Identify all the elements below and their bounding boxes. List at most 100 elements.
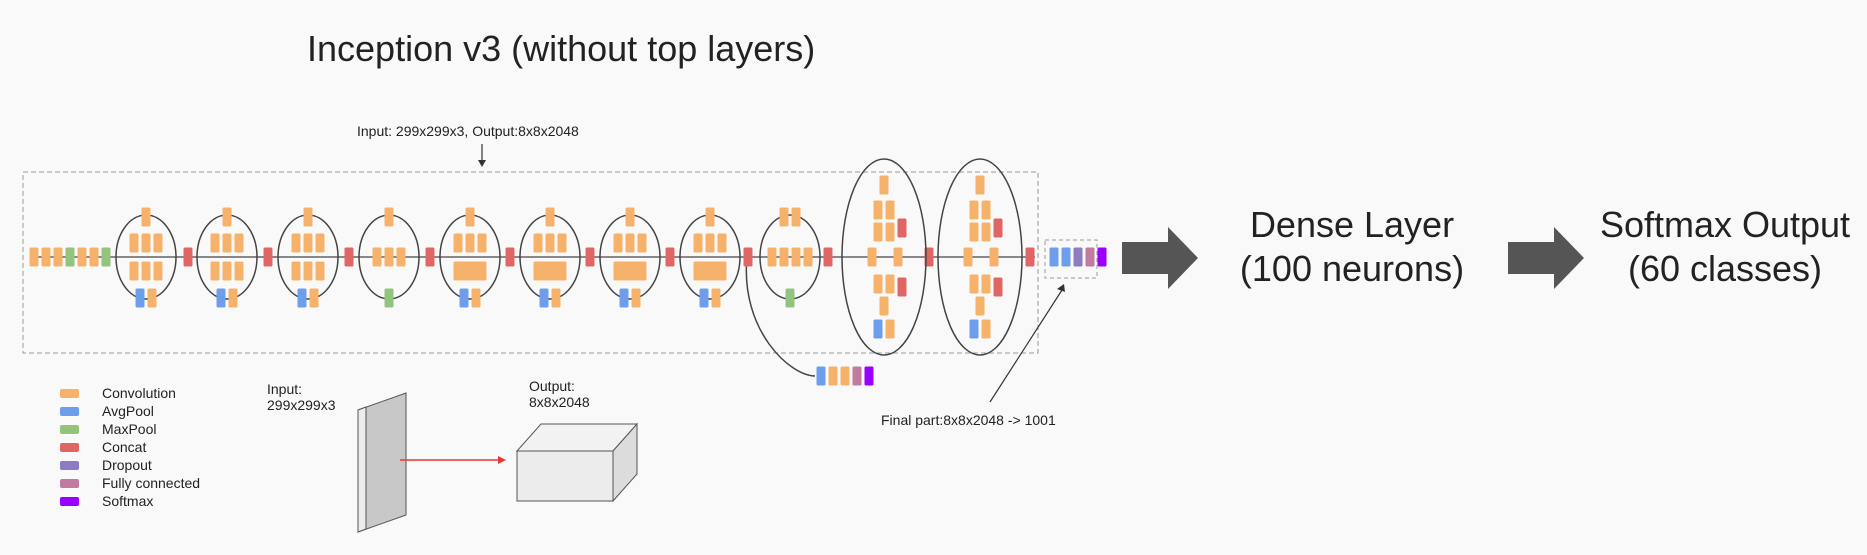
- layer-block: [425, 247, 435, 267]
- layer-block: [471, 288, 481, 308]
- layer-block: [864, 366, 874, 386]
- layer-block: [291, 233, 301, 253]
- final-part-pointer-line: [989, 289, 1063, 403]
- layer-block: [924, 247, 934, 267]
- layer-block: [461, 261, 471, 281]
- layer-block: [344, 247, 354, 267]
- layer-block: [717, 233, 727, 253]
- arrow-to-softmax-output: [1508, 227, 1584, 289]
- layer-block: [216, 288, 226, 308]
- layer-block: [384, 247, 394, 267]
- layer-block: [29, 247, 39, 267]
- layer-block: [803, 247, 813, 267]
- layer-block: [705, 233, 715, 253]
- layer-block: [823, 247, 833, 267]
- layer-block: [717, 261, 727, 281]
- layer-block: [840, 366, 850, 386]
- layer-block: [533, 261, 543, 281]
- layer-block: [545, 233, 555, 253]
- layer-block: [873, 319, 883, 339]
- layer-block: [963, 247, 973, 267]
- dense-layer-line1: Dense Layer: [1249, 204, 1455, 245]
- layer-block: [619, 288, 629, 308]
- layer-block: [303, 233, 313, 253]
- layer-block: [129, 261, 139, 281]
- layer-block: [631, 288, 641, 308]
- layer-block: [210, 233, 220, 253]
- layer-block: [1085, 247, 1095, 267]
- legend-swatch: [60, 478, 79, 488]
- legend-item: Softmax: [60, 492, 153, 510]
- layer-block: [993, 277, 1003, 297]
- legend-swatch: [60, 406, 79, 416]
- layer-block: [53, 247, 63, 267]
- layer-block: [291, 261, 301, 281]
- layer-block: [969, 274, 979, 294]
- layer-block: [852, 366, 862, 386]
- layer-block: [873, 200, 883, 220]
- legend-swatch: [60, 496, 79, 506]
- layer-block: [897, 277, 907, 297]
- layer-block: [969, 319, 979, 339]
- final-part-pointer-head: [1057, 284, 1065, 292]
- layer-block: [1025, 247, 1035, 267]
- layer-block: [153, 233, 163, 253]
- layer-block: [637, 261, 647, 281]
- layer-block: [303, 207, 313, 227]
- layer-block: [816, 366, 826, 386]
- layer-block: [469, 261, 479, 281]
- layer-block: [585, 247, 595, 267]
- legend-item: Dropout: [60, 456, 152, 474]
- layer-block: [477, 261, 487, 281]
- layer-block: [885, 274, 895, 294]
- softmax-output-label: Softmax Output (60 classes): [1590, 203, 1860, 291]
- layer-block: [885, 200, 895, 220]
- layer-block: [767, 247, 777, 267]
- layer-block: [897, 218, 907, 238]
- output-tensor-side: [612, 422, 638, 503]
- layer-block: [885, 319, 895, 339]
- layer-block: [135, 288, 145, 308]
- final-part-annotation: Final part:8x8x2048 -> 1001: [881, 412, 1056, 428]
- layer-block: [625, 207, 635, 227]
- layer-block: [613, 261, 623, 281]
- legend-label: Fully connected: [102, 475, 201, 491]
- legend-label: AvgPool: [102, 403, 154, 419]
- layer-block: [711, 288, 721, 308]
- layer-block: [779, 207, 789, 227]
- final-part-boundary: [1044, 239, 1098, 279]
- input-tensor-edge: [357, 406, 367, 533]
- layer-block: [665, 247, 675, 267]
- layer-block: [453, 233, 463, 253]
- layer-block: [699, 288, 709, 308]
- legend-label: Concat: [102, 439, 147, 455]
- layer-block: [153, 261, 163, 281]
- legend-label: Softmax: [102, 493, 154, 509]
- layer-block: [303, 261, 313, 281]
- legend-item: Fully connected: [60, 474, 200, 492]
- layer-block: [981, 200, 991, 220]
- legend-swatch: [60, 460, 79, 470]
- layer-block: [549, 261, 559, 281]
- layer-block: [981, 274, 991, 294]
- legend-item: Concat: [60, 438, 146, 456]
- layer-block: [969, 200, 979, 220]
- legend-item: MaxPool: [60, 420, 156, 438]
- layer-block: [222, 207, 232, 227]
- layer-block: [613, 233, 623, 253]
- layer-block: [183, 247, 193, 267]
- layer-block: [709, 261, 719, 281]
- layer-block: [867, 247, 877, 267]
- layer-block: [879, 175, 889, 195]
- output-label: Output: 8x8x2048: [529, 378, 590, 410]
- layer-block: [557, 261, 567, 281]
- layer-block: [396, 247, 406, 267]
- layer-block: [693, 261, 703, 281]
- layer-block: [129, 233, 139, 253]
- output-label-line1: Output:: [529, 378, 575, 394]
- legend-swatch: [60, 424, 79, 434]
- layer-block: [545, 207, 555, 227]
- layer-block: [263, 247, 273, 267]
- layer-block: [989, 247, 999, 267]
- layer-block: [141, 261, 151, 281]
